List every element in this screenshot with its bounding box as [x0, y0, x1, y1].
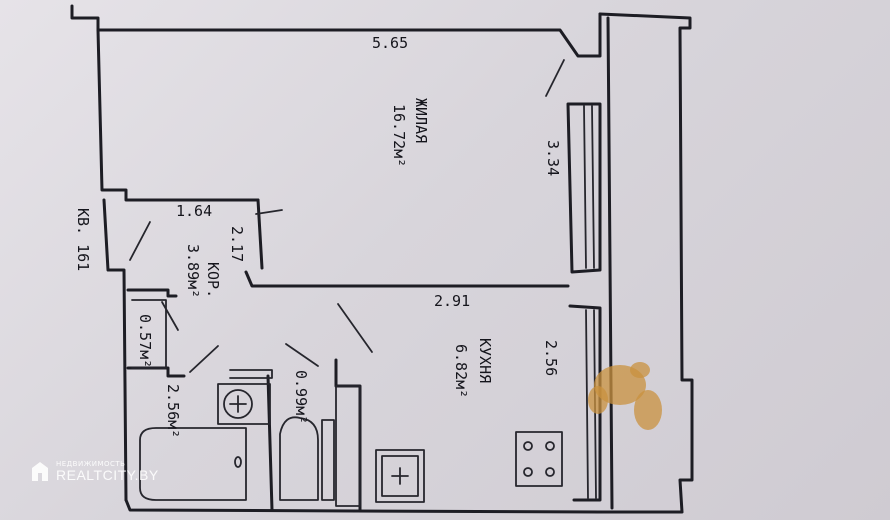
room-name-living: ЖИЛАЯ — [412, 98, 430, 143]
dimension-corridor-top: 1.64 — [176, 202, 212, 220]
door-living — [255, 209, 283, 215]
door-kitchen — [337, 303, 373, 353]
watermark-brand: REALTCITY.BY — [56, 466, 159, 483]
left-upper-wall — [96, 28, 260, 202]
dimension-corridor-side: 2.17 — [228, 226, 246, 262]
stove-icon — [515, 431, 563, 487]
burner-icon — [545, 441, 555, 451]
bathtub-icon — [139, 427, 247, 501]
window-upper-line — [583, 105, 595, 269]
paper-stain — [588, 362, 662, 430]
toilet-icon — [279, 416, 319, 501]
burner-icon — [523, 441, 533, 451]
door-entry — [129, 221, 151, 261]
sink-tap-icon — [391, 467, 409, 485]
sink-icon — [375, 449, 425, 503]
door-bath — [189, 345, 219, 373]
window-upper — [566, 102, 602, 274]
labels: 5.65 3.34 1.64 2.17 2.91 2.56 ЖИЛАЯ 16.7… — [74, 34, 562, 438]
washbasin-bowl-icon — [223, 389, 253, 419]
door-balcony — [545, 59, 565, 97]
washbasin-icon — [217, 383, 271, 425]
dimension-kitchen-top: 2.91 — [434, 292, 470, 310]
top-wall — [70, 4, 602, 58]
toilet-tank-icon — [321, 419, 335, 501]
house-logo-icon — [32, 462, 48, 481]
right-outer-wall — [598, 12, 694, 514]
dimension-top: 5.65 — [372, 34, 408, 52]
wc-wall — [266, 374, 274, 512]
room-area-living: 16.72м² — [390, 104, 408, 167]
doors — [129, 59, 565, 373]
corridor-left-wall — [102, 198, 128, 502]
burner-icon — [523, 467, 533, 477]
partition-living-corridor — [256, 198, 264, 270]
room-area-corridor: 3.89м² — [184, 244, 202, 298]
kitchen-wc-wall — [334, 358, 362, 512]
room-area-closet: 0.57м² — [136, 314, 154, 368]
kitchen-counter — [335, 385, 361, 507]
dimension-kitchen-side: 2.56 — [542, 340, 560, 376]
door-wc — [285, 343, 319, 367]
burner-icon — [545, 467, 555, 477]
bathtub-drain-icon — [234, 456, 242, 468]
apartment-label: КВ. 161 — [74, 208, 92, 271]
washbasin-tap-icon — [229, 395, 247, 413]
watermark-text: НЕДВИЖИМОСТЬ REALTCITY.BY — [56, 459, 159, 483]
bath-top-wall — [126, 288, 178, 298]
room-name-corridor: КОР. — [204, 262, 222, 298]
door-closet — [161, 301, 179, 331]
partition-living-kitchen — [244, 270, 570, 288]
room-area-kitchen: 6.82м² — [452, 344, 470, 398]
fixtures — [139, 369, 563, 507]
dimension-right-upper: 3.34 — [544, 140, 562, 176]
room-area-wc: 0.99м² — [292, 370, 310, 424]
bath-inner-wall — [126, 366, 186, 378]
washbasin-rail — [229, 369, 273, 379]
closet-box — [131, 299, 167, 369]
room-name-kitchen: КУХНЯ — [476, 338, 494, 383]
balcony-inner — [606, 16, 614, 510]
watermark: НЕДВИЖИМОСТЬ REALTCITY.BY — [30, 460, 159, 482]
watermark-small: НЕДВИЖИМОСТЬ — [56, 459, 126, 468]
bottom-wall — [124, 498, 602, 514]
room-area-bath: 2.56м² — [164, 384, 182, 438]
